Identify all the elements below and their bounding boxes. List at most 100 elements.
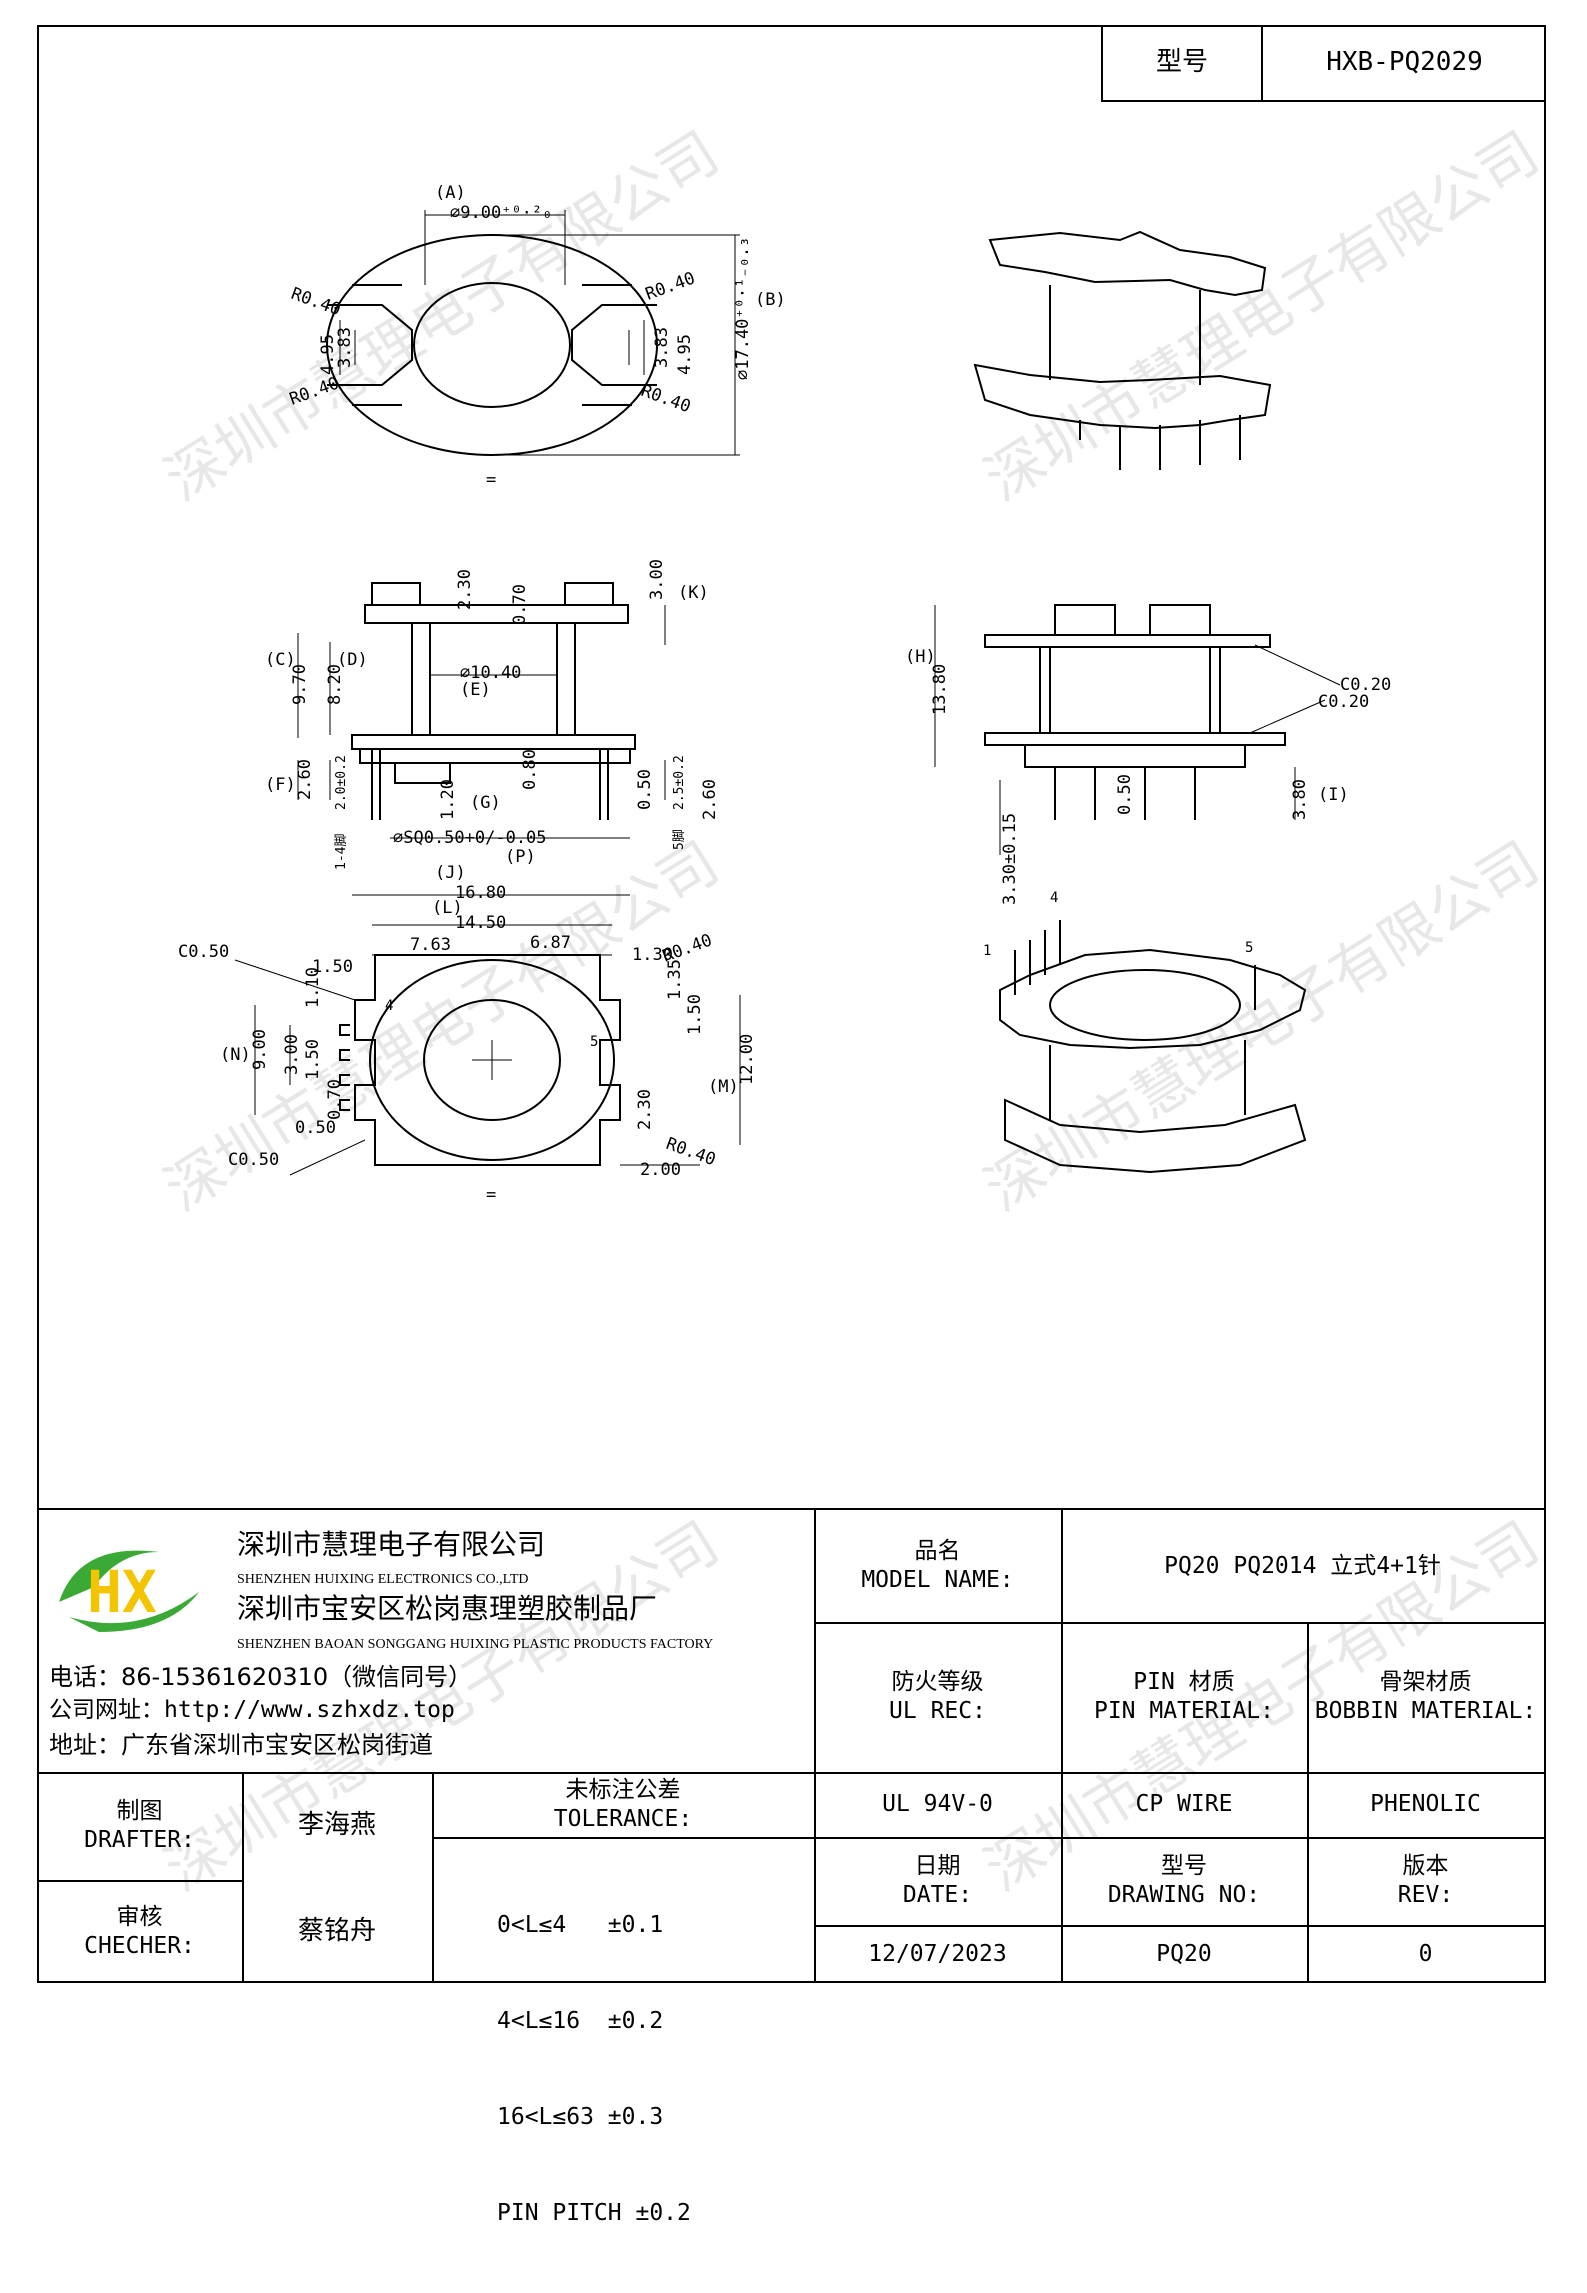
dim-label: 1.50 xyxy=(312,957,353,977)
title-block: HX 深圳市慧理电子有限公司 SHENZHEN HUIXING ELECTRON… xyxy=(37,1508,1546,2226)
dim-label: 16.80 xyxy=(455,883,506,903)
tolerance-line: 16<L≤63 ±0.3 xyxy=(497,2104,664,2130)
tolerance-line: 0<L≤4 ±0.1 xyxy=(497,1912,664,1938)
ref-mark: = xyxy=(486,470,496,490)
company-logo: HX xyxy=(49,1532,209,1637)
dim-label: (L) xyxy=(432,898,463,918)
checker-name: 蔡铭舟 xyxy=(297,1915,376,1946)
bottom-view xyxy=(234,894,741,1176)
side-view xyxy=(297,582,666,839)
dim-label: 1.35 xyxy=(665,959,685,1000)
dim-label: (N) xyxy=(220,1045,251,1065)
bobbin-material-value: PHENOLIC xyxy=(1370,1791,1481,1818)
model-header-label: 型号 xyxy=(1103,25,1263,100)
dim-label: (P) xyxy=(505,847,536,867)
dim-label: 3.83 xyxy=(335,327,355,368)
dim-label: 2.30 xyxy=(455,569,475,610)
tolerance-line: PIN PITCH ±0.2 xyxy=(497,2200,691,2226)
dim-label: 3.00 xyxy=(282,1034,302,1075)
date-value: 12/07/2023 xyxy=(868,1940,1007,1967)
dim-label: (M) xyxy=(708,1077,739,1097)
dim-label: 1-4脚 xyxy=(333,834,349,870)
dim-label: R0.40 xyxy=(287,373,342,409)
dim-label: (K) xyxy=(678,583,709,603)
ul-value: UL 94V-0 xyxy=(882,1791,993,1818)
dim-label: 1.30 xyxy=(632,945,673,965)
dim-label: 4.95 xyxy=(318,334,338,375)
dim-label: (J) xyxy=(435,863,466,883)
pin-label: 1 xyxy=(983,943,991,959)
dim-label: 2.60 xyxy=(295,759,315,800)
drafter-name: 李海燕 xyxy=(297,1810,376,1841)
dim-label: (F) xyxy=(265,775,296,795)
dim-label: 3.80 xyxy=(1290,779,1310,820)
dim-label: (H) xyxy=(905,647,936,667)
dim-label: 1.50 xyxy=(303,1039,323,1080)
company-address: 地址：广东省深圳市宝安区松岗街道 xyxy=(49,1731,433,1759)
dim-label: 6.87 xyxy=(530,933,571,953)
model-name-label: 品名 MODEL NAME: xyxy=(861,1538,1014,1593)
dim-label: 0.80 xyxy=(520,749,540,790)
company-phone: 电话：86-15361620310（微信同号） xyxy=(49,1663,473,1691)
dim-label: C0.20 xyxy=(1340,675,1391,695)
dim-label: 2.00 xyxy=(640,1160,681,1180)
technical-drawing: (A) ⌀9.00⁺⁰·²₀ (B) ⌀17.40⁺⁰·¹₋₀.₃ R0.40 … xyxy=(178,183,1391,1205)
dim-label: (I) xyxy=(1318,785,1349,805)
dim-label: 0.50 xyxy=(1115,774,1135,815)
dim-label: C0.20 xyxy=(1318,692,1369,712)
dim-label: 2.5±0.2 xyxy=(672,755,687,810)
company-name-en: SHENZHEN HUIXING ELECTRONICS CO.,LTD xyxy=(237,1572,529,1587)
rev-value: 0 xyxy=(1418,1940,1433,1967)
dim-label: (B) xyxy=(755,290,786,310)
dim-label: R0.40 xyxy=(638,381,693,417)
top-view xyxy=(326,210,740,456)
dim-label: R0.40 xyxy=(643,268,698,304)
dim-label: 8.20 xyxy=(325,664,345,705)
pin-material-value: CP WIRE xyxy=(1135,1791,1233,1818)
pin-label: 5 xyxy=(1245,940,1253,956)
dim-label: 12.00 xyxy=(737,1034,757,1085)
dim-label: 0.70 xyxy=(510,584,530,625)
dim-label: ⌀10.40 xyxy=(460,663,521,683)
dim-label: 0.50 xyxy=(295,1118,336,1138)
logo-text: HX xyxy=(87,1558,157,1626)
dim-label: C0.50 xyxy=(178,942,229,962)
dim-label: 4.95 xyxy=(675,334,695,375)
dim-label: (A) xyxy=(435,183,466,203)
dim-label: (G) xyxy=(470,793,501,813)
company-website: 公司网址：http://www.szhxdz.top xyxy=(49,1697,455,1723)
tolerance-line: 4<L≤16 ±0.2 xyxy=(497,2008,664,2034)
dim-label: 7.63 xyxy=(410,935,451,955)
dim-label: 2.60 xyxy=(700,779,720,820)
model-name-value: PQ20 PQ2014 立式4+1针 xyxy=(1164,1552,1441,1579)
drawing-no-value: PQ20 xyxy=(1156,1940,1212,1967)
pin-label: 5 xyxy=(590,1034,598,1050)
dim-label: ⌀SQ0.50+0/-0.05 xyxy=(393,828,547,848)
model-header: 型号 HXB-PQ2029 xyxy=(1101,25,1546,102)
dim-label: 2.0±0.2 xyxy=(334,755,349,810)
side-view-right xyxy=(934,604,1341,855)
dim-label: 0.70 xyxy=(325,1079,345,1120)
dim-label: ⌀9.00⁺⁰·²₀ xyxy=(450,203,552,223)
model-header-value: HXB-PQ2029 xyxy=(1326,46,1483,77)
factory-name-cn: 深圳市宝安区松岗惠理塑胶制品厂 xyxy=(237,1592,658,1625)
dim-label: (C) xyxy=(265,650,296,670)
isometric-view-bottom xyxy=(999,920,1307,1174)
drawing-frame xyxy=(37,25,1546,1983)
dim-label: 0.50 xyxy=(635,769,655,810)
dim-label: 3.83 xyxy=(652,327,672,368)
dim-label: 3.00 xyxy=(647,559,667,600)
company-name-cn: 深圳市慧理电子有限公司 xyxy=(237,1528,546,1561)
dim-label: 14.50 xyxy=(455,913,506,933)
dim-label: 9.00 xyxy=(250,1029,270,1070)
ref-mark: = xyxy=(486,1185,496,1205)
pin-label: 4 xyxy=(385,998,393,1014)
dim-label: 1.10 xyxy=(303,967,323,1008)
